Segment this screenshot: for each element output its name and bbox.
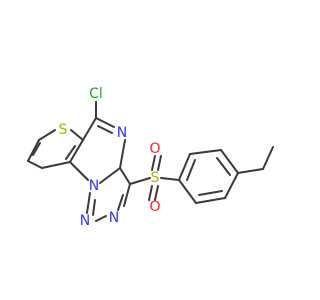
nitrogen-atom-label: N	[109, 210, 119, 226]
bond	[178, 153, 191, 181]
bond	[41, 161, 71, 169]
bond	[151, 155, 156, 171]
bond	[97, 125, 113, 134]
bond	[262, 146, 274, 170]
molecule-diagram: Cl S N N N N S O O	[27, 86, 274, 229]
sulfur-atom-label: S	[151, 170, 160, 186]
bond	[95, 215, 107, 222]
bond	[95, 117, 115, 128]
bond	[27, 139, 40, 162]
bond	[92, 199, 96, 216]
bond	[82, 117, 97, 141]
bond	[69, 161, 89, 181]
bond	[32, 142, 41, 156]
sulfur-atom-label: S	[59, 122, 68, 138]
bond	[117, 194, 124, 211]
oxygen-atom-label: O	[149, 199, 160, 215]
bond	[129, 177, 151, 185]
bond	[69, 139, 84, 163]
oxygen-atom-label: O	[149, 141, 160, 157]
bond	[27, 160, 43, 169]
bond	[189, 149, 222, 155]
nitrogen-atom-label: N	[117, 125, 127, 141]
bond	[186, 159, 196, 181]
bond	[237, 168, 264, 174]
bond	[119, 139, 126, 169]
bond	[38, 129, 56, 141]
bond	[198, 190, 223, 196]
bond	[123, 183, 131, 207]
bond	[160, 177, 180, 181]
atom-labels: Cl S N N N N S O O	[59, 86, 161, 229]
bond	[195, 197, 226, 204]
bond	[148, 185, 153, 201]
bonds	[27, 101, 274, 222]
bond	[70, 129, 84, 141]
bond	[178, 179, 197, 204]
bond	[65, 145, 76, 160]
bond	[154, 185, 159, 201]
bond	[157, 155, 162, 171]
nitrogen-atom-label: N	[89, 178, 99, 194]
structure-svg: Cl S N N N N S O O	[27, 86, 274, 229]
bond	[99, 167, 121, 184]
bond	[119, 167, 131, 185]
cl-atom-label: Cl	[89, 86, 103, 102]
bond	[216, 157, 231, 176]
bond	[224, 172, 239, 199]
bond	[220, 149, 239, 174]
bond	[86, 192, 91, 214]
nitrogen-atom-label: N	[80, 213, 90, 229]
